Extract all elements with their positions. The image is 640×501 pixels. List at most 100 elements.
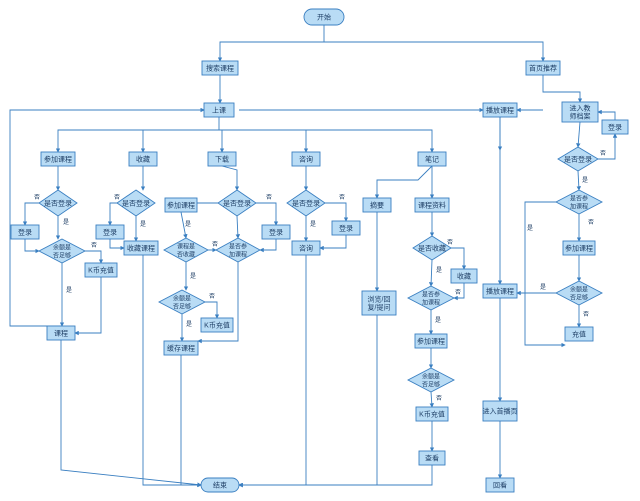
edge-label-15: 是: [436, 267, 442, 274]
node-shape-enter-teacher: [561, 101, 599, 123]
node-label-collect: 收藏: [136, 155, 150, 164]
node-label-k-recharge-2: K币充值: [204, 321, 230, 330]
connector-41: [453, 283, 465, 301]
node-label-login-check-5: 是否登录: [564, 155, 592, 164]
edge-label-1: 是: [63, 219, 69, 226]
edge-label-12: 否: [339, 194, 345, 201]
node-shape-listen: [203, 102, 235, 118]
connector-53: [576, 170, 582, 191]
edge-label-3: 是: [66, 287, 72, 294]
node-label-excerpt: 摘要: [370, 201, 384, 210]
node-label-joined-check: 是否参: [229, 243, 247, 251]
node-shape-login-1: [10, 224, 40, 240]
node-shape-join-course-3: [414, 333, 448, 349]
node-label-joined-check-3: 加课程: [570, 203, 588, 211]
node-shape-course-collected-check: [163, 237, 209, 263]
node-label-balance-check-3: 余额是: [422, 373, 440, 381]
node-shape-course-material: [414, 197, 450, 213]
connector-7: [219, 129, 309, 153]
node-join-course-4: 参加课程: [562, 240, 596, 256]
edge-label-8: 否: [212, 241, 218, 248]
node-label-joined-check-3: 是否参: [570, 195, 588, 203]
connector-10: [22, 202, 39, 226]
node-shape-notes: [417, 151, 447, 167]
node-shape-browse: [361, 290, 397, 316]
edge-label-16: 否: [455, 289, 461, 296]
edge-label-18: 否: [436, 395, 442, 402]
node-label-attend-1: 课程: [54, 329, 68, 338]
node-label-playing-course: 播放课程: [486, 106, 514, 115]
node-label-home-recommend: 首页推荐: [529, 64, 557, 73]
node-label-balance-check-4: 否足够: [570, 294, 588, 302]
node-label-k-recharge-3: K币充值: [419, 410, 445, 419]
node-end: 结束: [200, 477, 240, 493]
node-label-balance-check-1: 余额是: [53, 244, 71, 252]
node-label-browse: 复/提问: [368, 303, 391, 312]
node-shape-login-3: [261, 224, 291, 240]
node-shape-replay: [485, 477, 515, 493]
node-shape-login-check-4: [286, 189, 326, 217]
node-shape-joined-check-2: [407, 285, 455, 311]
edge-label-21: 否: [588, 219, 594, 226]
node-label-login-4: 登录: [339, 224, 353, 233]
node-label-join-course-2: 参加课程: [167, 201, 195, 210]
connector-22: [256, 202, 279, 226]
connector-56: [524, 201, 566, 348]
connector-37: [374, 165, 433, 199]
node-shape-login-check-2: [116, 189, 156, 217]
node-label-notes: 笔记: [425, 155, 439, 164]
edge-label-19: 是: [582, 177, 588, 184]
node-replay: 回看: [485, 477, 515, 493]
connector-17: [107, 202, 117, 226]
node-view: 查看: [418, 450, 446, 466]
node-label-join-course: 参加课程: [44, 155, 72, 164]
node-shape-collect: [128, 151, 158, 167]
edge-label-5: 是: [140, 221, 146, 228]
node-label-balance-check-4: 余额是: [570, 286, 588, 294]
node-collect: 收藏: [128, 151, 158, 167]
connector-40: [428, 259, 434, 287]
node-shape-playing-course-2: [482, 283, 518, 299]
node-start: 开始: [303, 8, 345, 26]
node-login-2: 登录: [95, 224, 125, 240]
connector-1: [324, 41, 546, 62]
node-label-cache-course: 缓存课程: [167, 344, 195, 353]
node-label-login-1: 登录: [18, 228, 32, 237]
node-shape-playing-course: [482, 102, 518, 118]
node-join-course-2: 参加课程: [164, 197, 198, 213]
connector-20: [221, 165, 240, 191]
node-shape-search-course: [201, 60, 239, 76]
connector-25: [259, 239, 277, 253]
node-home-recommend: 首页推荐: [525, 60, 561, 76]
node-k-recharge-1: K币充值: [84, 262, 118, 278]
node-join-course: 参加课程: [40, 151, 76, 167]
connector-6: [219, 129, 225, 153]
node-consult-action: 咨询: [291, 240, 321, 256]
node-login-5: 登录: [601, 119, 629, 135]
node-notes: 笔记: [417, 151, 447, 167]
node-label-k-recharge-1: K币充值: [88, 266, 114, 275]
node-label-login-check-1: 是否登录: [44, 199, 72, 208]
edge-label-22: 是: [527, 225, 533, 232]
node-shape-collect-2: [450, 268, 478, 284]
connector-0: [217, 25, 325, 62]
node-label-enter-homepage: 进入首播页: [483, 407, 518, 416]
node-label-login-check-3: 是否登录: [223, 199, 251, 208]
connector-52: [597, 109, 616, 120]
node-shape-excerpt: [362, 197, 392, 213]
node-download: 下载: [207, 151, 237, 167]
node-collect-2: 收藏: [450, 268, 478, 284]
node-listen: 上课: [203, 102, 235, 118]
node-enter-homepage: 进入首播页: [482, 400, 518, 422]
node-collect-course: 收藏课程: [123, 240, 159, 256]
node-shape-view: [418, 450, 446, 466]
node-shape-enter-homepage: [482, 400, 518, 422]
node-shape-cache-course: [163, 340, 199, 356]
connector-61: [180, 355, 202, 488]
edge-label-20: 否: [600, 150, 606, 157]
node-shape-follow-check: [412, 235, 452, 261]
